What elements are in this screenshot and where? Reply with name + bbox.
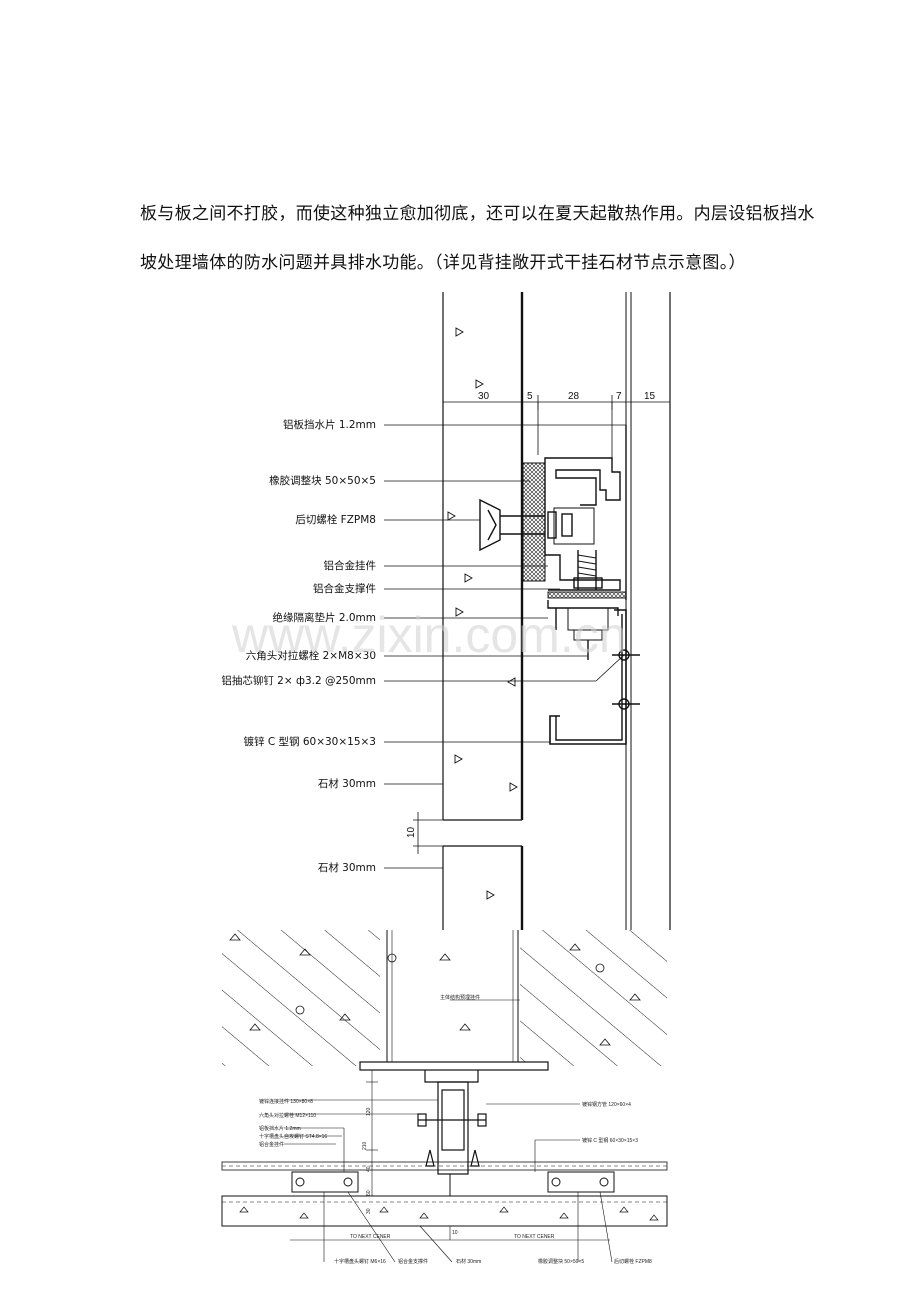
paragraph-line-1: 板与板之间不打胶，而使这种独立愈加彻底，还可以在夏天起散热作用。内层设铝板挡水 — [140, 204, 815, 224]
wall-lines — [625, 292, 671, 930]
label-stone-upper: 石材 30mm — [318, 777, 376, 790]
dim-10-b: 10 — [452, 1230, 458, 1236]
stone-texture — [447, 327, 518, 900]
label-connector: 镀锌连接挂件 130×80×8 — [259, 1098, 313, 1105]
dim-15: 15 — [644, 391, 656, 402]
dim-28: 28 — [568, 391, 580, 402]
label-c-steel: 镀锌 C 型钢 60×30×15×3 — [243, 735, 376, 748]
dimension-gap — [413, 812, 443, 854]
label-alu-hanger-2: 铝合金挂件 — [259, 1141, 284, 1148]
label-hex-bolt-m12: 六角头对拉螺栓 M12×110 — [259, 1112, 316, 1119]
stone-panel-lower — [442, 845, 524, 930]
label-alu-hanger: 铝合金挂件 — [324, 559, 377, 572]
label-flashing-2: 铝板挡水片 1.2mm — [259, 1125, 301, 1132]
label-flashing: 铝板挡水片 1.2mm — [283, 418, 376, 431]
span-label-right: TO NEXT CENER — [514, 1234, 555, 1240]
label-rivet: 铝抽芯铆钉 2× ф3.2 @250mm — [221, 674, 376, 687]
label-screw-st48: 十字槽盘头自攻螺钉 ST4.8×16 — [259, 1133, 327, 1140]
label-rubber-block: 橡胶调整块 50×50×5 — [269, 474, 376, 487]
label-rubber-block-2: 橡胶调整块 50×50×5 — [538, 1258, 584, 1265]
bracket-assembly — [479, 425, 640, 745]
paragraph-line-2: 坡处理墙体的防水问题并具排水功能。（详见背挂敞开式干挂石材节点示意图。） — [140, 253, 746, 273]
span-label-left: TO NEXT CENER — [350, 1234, 391, 1240]
dim-30-b: 30 — [366, 1208, 372, 1214]
label-hex-bolt: 六角头对拉螺栓 2×M8×30 — [246, 649, 376, 662]
label-undercut-anchor: 后切螺栓 FZPM8 — [295, 513, 376, 526]
label-alu-support-2: 铝合金支撑件 — [398, 1258, 428, 1265]
watermark: www.zixin.com.cn — [231, 607, 627, 663]
label-embedded-part: 主体结构预埋挂件 — [440, 994, 480, 1001]
label-anchor-2: 后切螺栓 FZPM8 — [614, 1258, 652, 1265]
dim-210: 210 — [362, 1141, 368, 1150]
label-insulation-pad: 绝缘隔离垫片 2.0mm — [273, 611, 377, 624]
dim-5: 5 — [527, 391, 533, 402]
label-c-steel-2: 镀锌 C 型钢 60×30×15×3 — [582, 1137, 638, 1144]
dim-30: 30 — [478, 391, 490, 402]
label-screw-m6: 十字槽盘头螺钉 M6×16 — [334, 1258, 386, 1265]
dimension-chain-top — [442, 395, 671, 460]
stone-panel-upper — [442, 292, 524, 821]
dim-60: 60 — [366, 1190, 372, 1196]
label-square-tube: 镀锌钢方管 120×60×4 — [582, 1101, 631, 1108]
section-drawing-horizontal: 主体结构预埋挂件 镀锌连接挂件 130×80×8 六角头对拉螺栓 M12×110… — [221, 930, 668, 1265]
dim-7: 7 — [616, 391, 622, 402]
dim-10: 10 — [406, 826, 417, 838]
label-stone-2: 石材 30mm — [456, 1258, 481, 1265]
label-alu-support: 铝合金支撑件 — [313, 582, 376, 595]
leader-lines — [384, 424, 626, 869]
label-stone-lower: 石材 30mm — [318, 861, 376, 874]
dim-40: 40 — [366, 1166, 372, 1172]
dim-120: 120 — [366, 1107, 372, 1116]
